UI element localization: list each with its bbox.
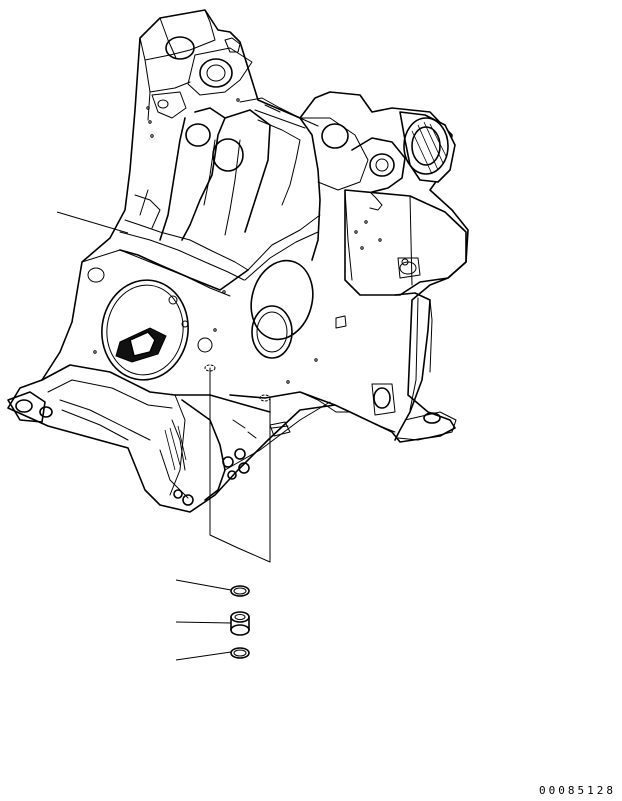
explode-lines xyxy=(209,367,271,563)
leader-frame xyxy=(56,211,129,234)
leader-o-ring-upper xyxy=(175,579,232,591)
o-ring-lower xyxy=(230,647,250,659)
leader-lines xyxy=(56,211,232,661)
catalog-number: 00085128 xyxy=(539,784,616,797)
leader-bushing xyxy=(175,621,232,624)
rear-frame-body xyxy=(7,9,469,513)
o-ring-upper xyxy=(230,585,250,597)
leader-o-ring-lower xyxy=(175,651,232,661)
bushing xyxy=(230,611,250,636)
